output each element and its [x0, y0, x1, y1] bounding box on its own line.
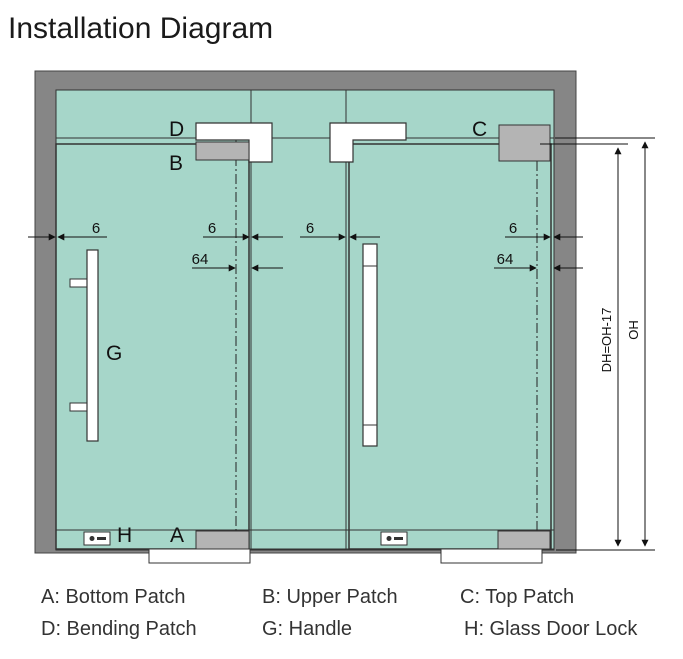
bending-patch-left: [195, 122, 273, 163]
dim-text: 64: [192, 251, 209, 268]
floor-spring-right: [440, 548, 543, 564]
label-c: C: [472, 118, 487, 141]
bottom-threshold: [55, 529, 555, 550]
dim-pivot-left: 64: [192, 251, 283, 272]
legend-handle: G: Handle: [262, 618, 353, 640]
dim-door-height: DH=OH-17: [540, 143, 655, 551]
upper-patch: [195, 141, 250, 161]
legend-top-patch: C: Top Patch: [460, 586, 575, 608]
dim-gap-left-door-left: 6: [28, 220, 107, 241]
handle-right: [362, 243, 378, 447]
dim-text: 6: [509, 220, 517, 237]
label-d: D: [169, 118, 184, 141]
dim-text: 6: [306, 220, 314, 237]
legend-upper-patch: B: Upper Patch: [262, 586, 398, 608]
bending-patch-right: [329, 122, 407, 163]
dim-gap-left-door-right: 6: [203, 220, 283, 241]
right-door-glass: [348, 143, 552, 550]
opening-height-label: OH: [626, 320, 641, 340]
label-b: B: [169, 152, 183, 175]
glass-door-lock-right: [380, 531, 408, 546]
label-h: H: [117, 524, 132, 547]
label-g: G: [106, 342, 122, 365]
legend-glass-door-lock: H: Glass Door Lock: [464, 618, 638, 640]
label-a: A: [170, 524, 184, 547]
page-title: Installation Diagram: [8, 12, 274, 45]
dim-text: 64: [497, 251, 514, 268]
dim-opening-height: OH: [555, 137, 655, 547]
left-door-glass: [55, 143, 250, 550]
door-height-label: DH=OH-17: [599, 308, 614, 373]
glass-door-lock-left: [83, 531, 111, 546]
top-patch: [498, 124, 551, 162]
bottom-patch-left: [195, 530, 250, 550]
dim-gap-center: 6: [300, 220, 380, 241]
dim-text: 6: [208, 220, 216, 237]
legend-bending-patch: D: Bending Patch: [41, 618, 197, 640]
floor-spring-left: [148, 548, 251, 564]
legend-bottom-patch: A: Bottom Patch: [41, 586, 186, 608]
handle-left: [69, 249, 99, 442]
dim-text: 6: [92, 220, 100, 237]
dim-pivot-right: 64: [494, 251, 583, 272]
dim-gap-right-door: 6: [505, 220, 583, 241]
bottom-patch-right: [497, 530, 551, 550]
